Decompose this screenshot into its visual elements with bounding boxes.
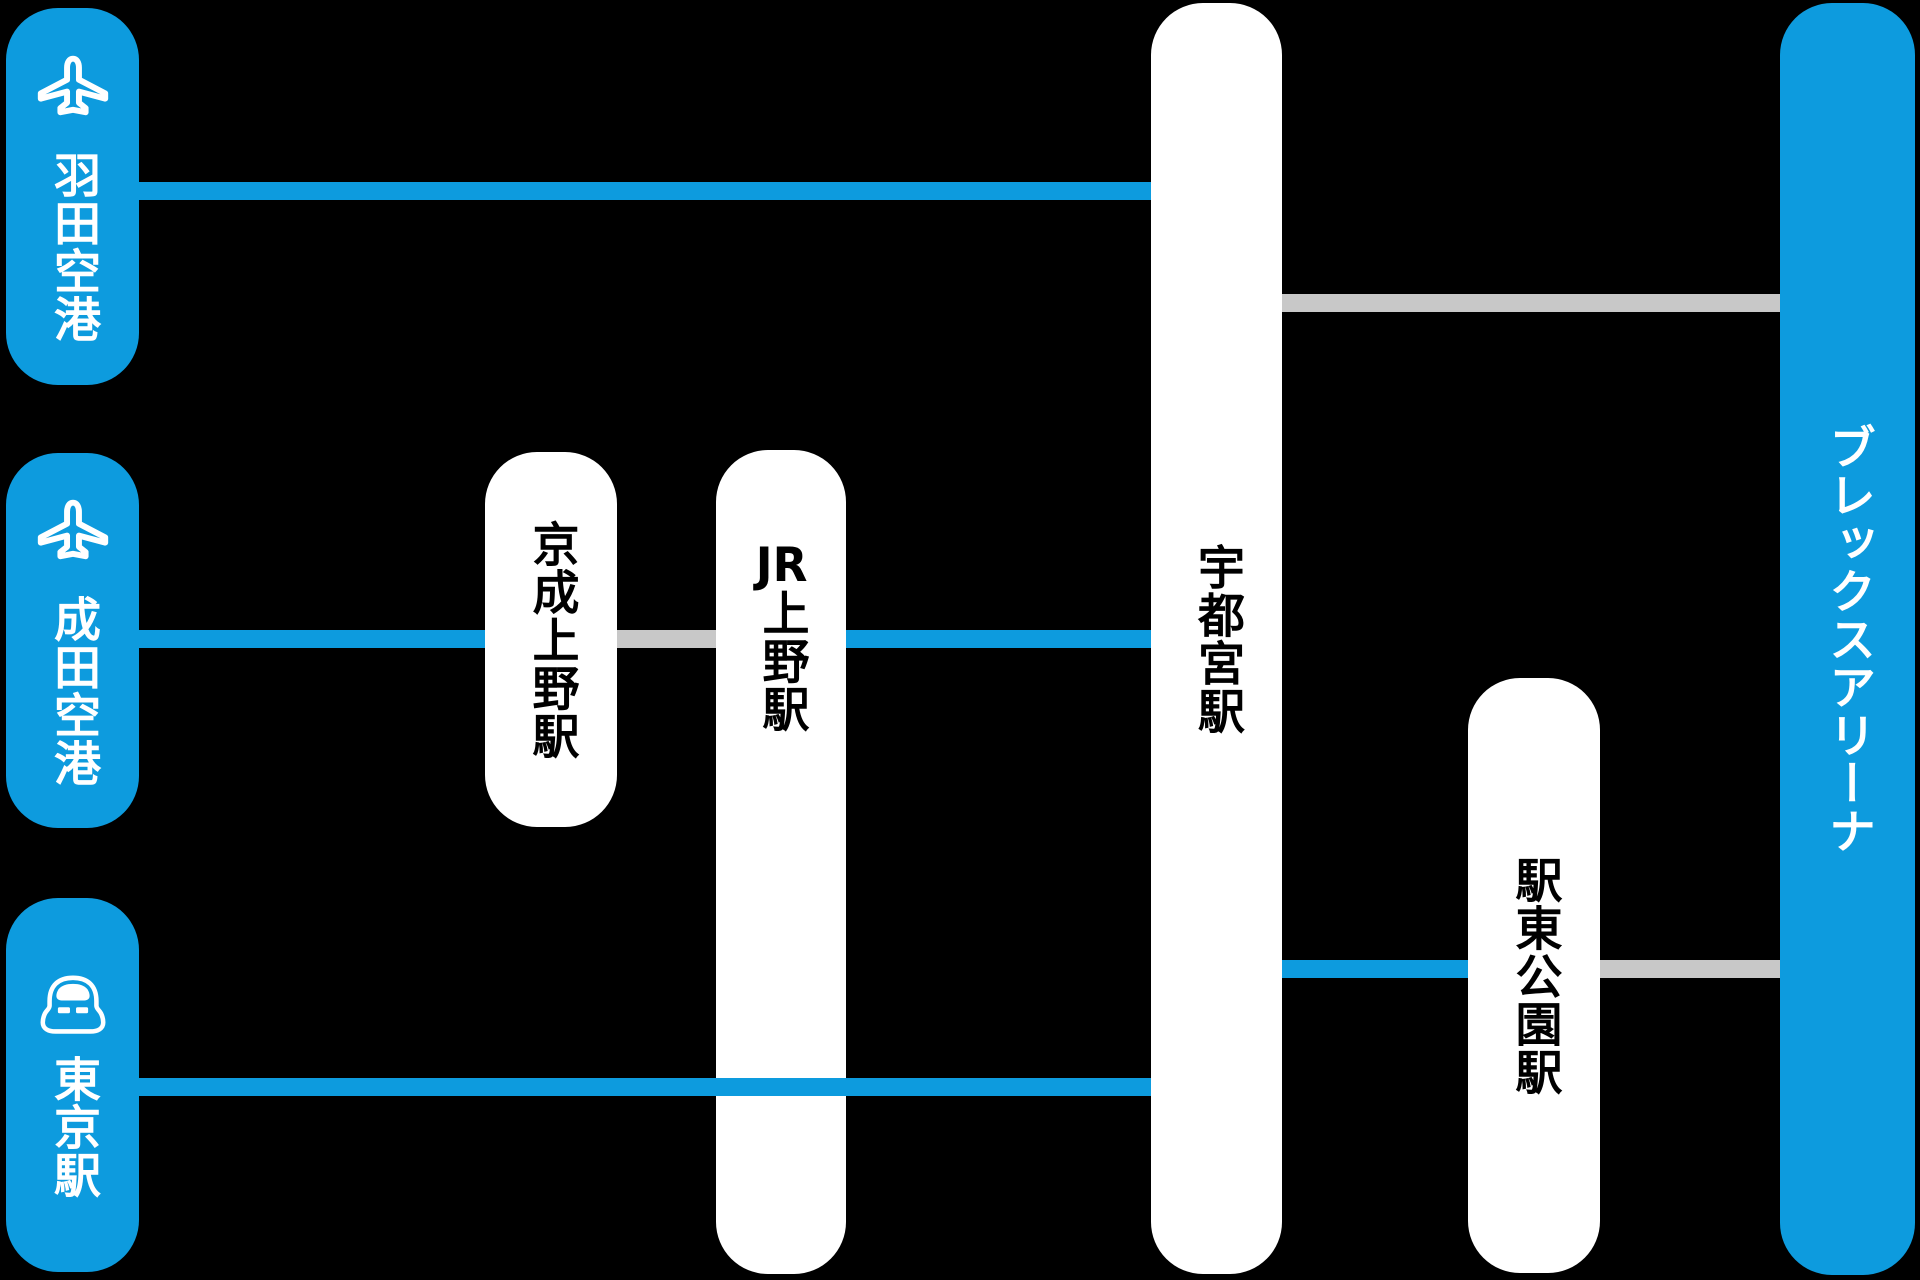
route-line-narita-to-keisei-ueno (139, 630, 485, 648)
route-line-haneda-to-utsunomiya (139, 182, 1151, 200)
origin-label: 東京駅 (45, 1055, 100, 1199)
walk-line-keisei-ueno-to-jr-ueno (617, 630, 716, 648)
destination-label: ブレックスアリーナ (1820, 423, 1875, 855)
shinkansen-icon (40, 975, 105, 1034)
airplane-icon (37, 55, 108, 115)
station-label: 宇都宮駅 (1189, 542, 1244, 735)
walk-line-utsunomiya-to-brex-arena (1282, 294, 1780, 312)
station-box-utsunomiya: 宇都宮駅 (1151, 3, 1282, 1274)
station-label-prefix: JR (755, 542, 808, 589)
station-box-keisei-ueno: 京成上野駅 (485, 452, 617, 827)
station-label: 京成上野駅 (523, 519, 579, 760)
route-line-jr-ueno-to-utsunomiya (846, 630, 1151, 648)
walk-line-ekihigashi-koen-to-brex-arena (1600, 960, 1780, 978)
origin-box-narita-airport: 成田空港 (6, 453, 139, 828)
origin-box-tokyo-station: 東京駅 (6, 898, 139, 1272)
station-label-text: 上野駅 (753, 589, 809, 733)
route-line-tokyo-to-utsunomiya (139, 1078, 1151, 1096)
station-label: 駅東公園駅 (1506, 855, 1562, 1096)
origin-box-haneda-airport: 羽田空港 (6, 8, 139, 385)
station-box-ekihigashi-koen: 駅東公園駅 (1468, 678, 1600, 1273)
station-label: JR上野駅 (754, 542, 809, 733)
destination-box-brex-arena: ブレックスアリーナ (1780, 3, 1915, 1275)
airplane-icon (37, 499, 108, 559)
origin-label: 成田空港 (45, 594, 100, 787)
route-line-utsunomiya-to-ekihigashi-koen (1282, 960, 1468, 978)
station-box-jr-ueno: JR上野駅 (716, 450, 846, 1274)
origin-label: 羽田空港 (45, 150, 100, 343)
